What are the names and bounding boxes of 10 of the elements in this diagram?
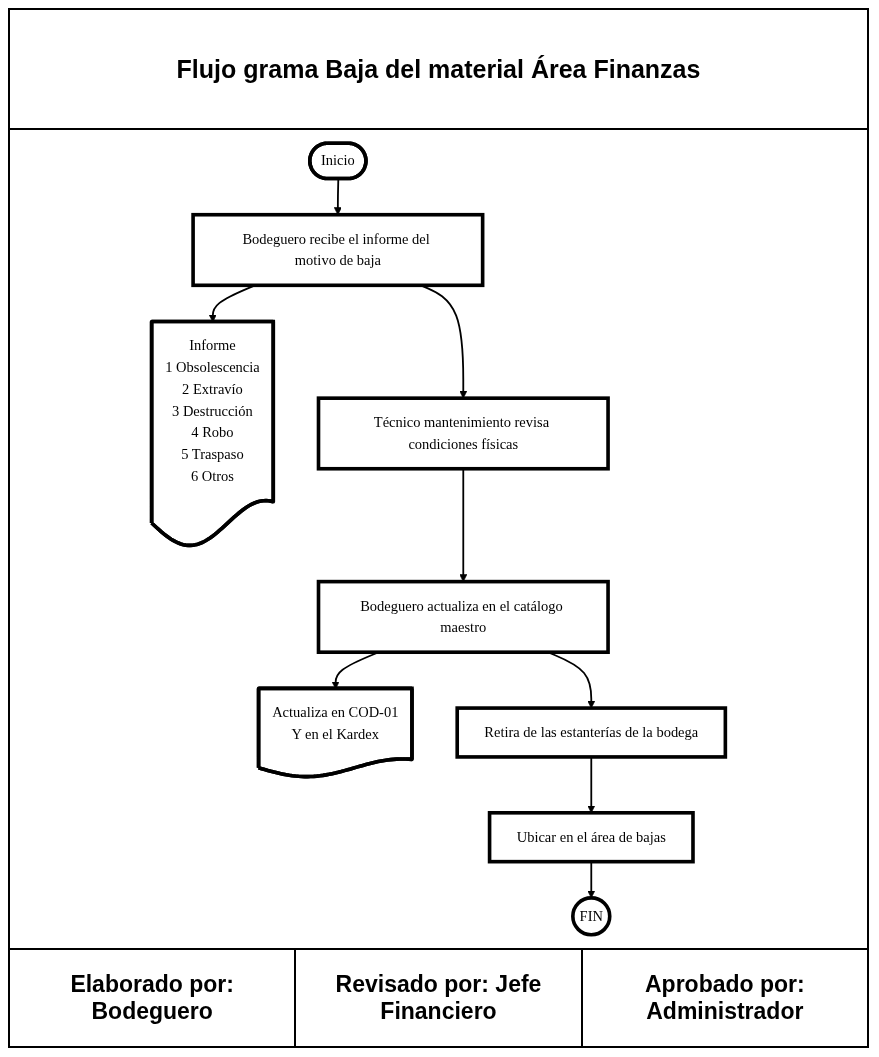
node-box: Bodeguero recibe el informe del motivo de baja	[191, 212, 485, 288]
node-box: Bodeguero actualiza en el catálogo maestro	[316, 579, 610, 654]
table-cell-text: Elaborado por: Bodeguero	[69, 971, 235, 1025]
table-cell-text: Revisado por: Jefe Financiero	[334, 971, 543, 1025]
node-box: Ubicar en el área de bajas	[487, 811, 695, 864]
node-box: Retira de las estanterías de la bodega	[455, 706, 728, 759]
table-cell-text: Aprobado por: Administrador	[643, 971, 806, 1025]
title: Flujo grama Baja del material Área Finanzas	[176, 54, 701, 84]
node-box: Técnico mantenimiento revisa condiciones físicas	[316, 396, 610, 471]
node-circle: FIN	[571, 896, 612, 937]
